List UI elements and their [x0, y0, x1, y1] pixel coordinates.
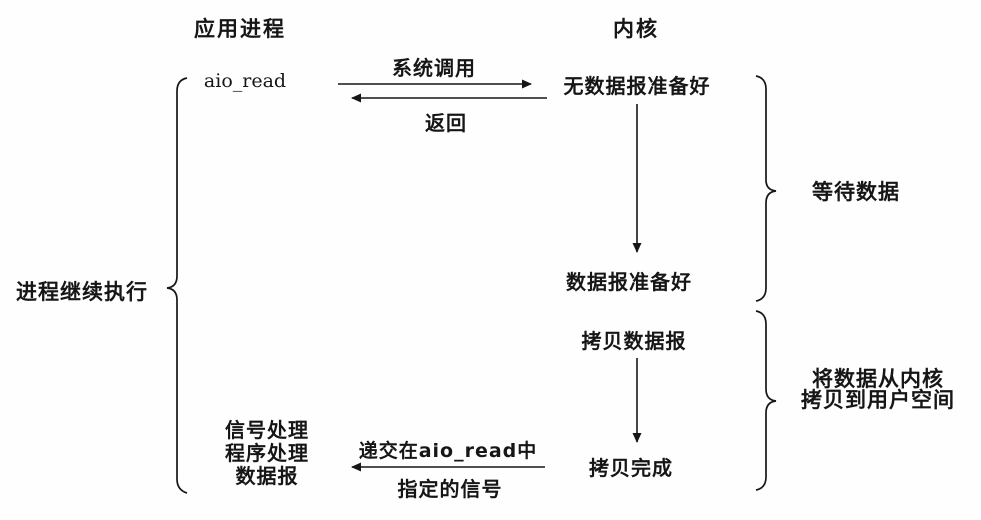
signal-handler-line2: 程序处理 — [225, 441, 309, 465]
return-arrow-label: 返回 — [425, 111, 467, 135]
datagram-ready-label: 数据报准备好 — [566, 270, 692, 294]
signal-handler-line3: 数据报 — [235, 464, 299, 488]
signal-arrow-label-bottom: 指定的信号 — [397, 477, 503, 501]
header-application-process: 应用进程 — [194, 17, 286, 41]
no-datagram-ready-label: 无数据报准备好 — [563, 74, 711, 98]
system-call-arrow-label: 系统调用 — [392, 56, 476, 80]
process-continues-label: 进程继续执行 — [16, 280, 148, 304]
wait-for-data-label: 等待数据 — [812, 180, 900, 204]
copy-kernel-user-label: 将数据从内核 拷贝到用户空间 — [801, 369, 955, 411]
copy-kernel-user-brace — [755, 310, 777, 491]
signal-arrow-label-top: 递交在aio_read中 — [358, 440, 538, 462]
wait-data-brace — [755, 75, 777, 302]
header-kernel: 内核 — [613, 17, 659, 41]
process-continues-brace — [166, 77, 188, 494]
aio-read-call-label: aio_read — [203, 70, 287, 92]
signal-handler-label: 信号处理 程序处理 数据报 — [225, 419, 309, 488]
copy-complete-label: 拷贝完成 — [589, 456, 673, 480]
copy-kernel-user-line2: 拷贝到用户空间 — [801, 388, 955, 412]
copy-datagram-label: 拷贝数据报 — [581, 329, 687, 353]
signal-handler-line1: 信号处理 — [225, 418, 309, 442]
copy-kernel-user-line1: 将数据从内核 — [812, 367, 944, 391]
